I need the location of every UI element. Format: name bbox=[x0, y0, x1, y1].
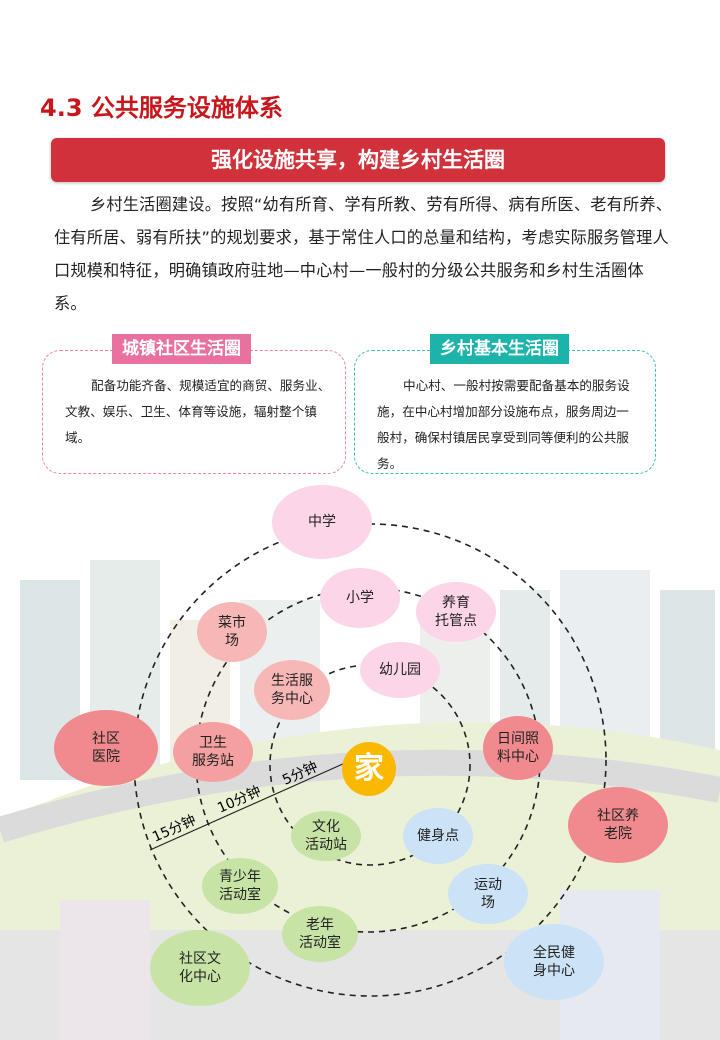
banner-heading: 强化设施共享，构建乡村生活圈 bbox=[51, 138, 665, 182]
facility-bubble: 养育 托管点 bbox=[416, 582, 496, 642]
urban-circle-title: 城镇社区生活圈 bbox=[112, 334, 251, 364]
intro-paragraph: 乡村生活圈建设。按照“幼有所育、学有所教、劳有所得、病有所医、老有所养、住有所居… bbox=[54, 195, 673, 313]
radius-line bbox=[149, 762, 346, 851]
facility-bubble: 社区养 老院 bbox=[568, 787, 668, 863]
facility-bubble: 社区 医院 bbox=[54, 710, 158, 786]
facility-bubble: 菜市 场 bbox=[197, 602, 267, 662]
rural-circle-box: 中心村、一般村按需要配备基本的服务设施，在中心村增加部分设施布点，服务周边一般村… bbox=[354, 350, 656, 474]
urban-circle-box: 配备功能齐备、规模适宜的商贸、服务业、文教、娱乐、卫生、体育等设施，辐射整个镇域… bbox=[42, 350, 346, 474]
facility-bubble: 日间照 料中心 bbox=[483, 716, 553, 780]
facility-bubble: 生活服 务中心 bbox=[254, 660, 330, 720]
facility-bubble: 文化 活动站 bbox=[291, 811, 361, 861]
home-center: 家 bbox=[342, 742, 396, 796]
facility-bubble: 小学 bbox=[320, 568, 400, 628]
section-title: 4.3 公共服务设施体系 bbox=[40, 94, 283, 122]
facility-bubble: 卫生 服务站 bbox=[173, 722, 253, 782]
facility-bubble: 幼儿园 bbox=[360, 642, 440, 698]
urban-circle-text: 配备功能齐备、规模适宜的商贸、服务业、文教、娱乐、卫生、体育等设施，辐射整个镇域… bbox=[65, 378, 331, 445]
ring-5min bbox=[269, 664, 471, 866]
facility-bubble: 健身点 bbox=[403, 808, 473, 864]
facility-bubble: 中学 bbox=[272, 485, 372, 559]
life-circle-diagram: 5分钟 10分钟 15分钟 家 中学小学养育 托管点菜市 场幼儿园生活服 务中心… bbox=[0, 485, 720, 1040]
facility-bubble: 运动 场 bbox=[448, 864, 528, 924]
facility-bubble: 全民健 身中心 bbox=[504, 924, 604, 1000]
rural-circle-text: 中心村、一般村按需要配备基本的服务设施，在中心村增加部分设施布点，服务周边一般村… bbox=[377, 378, 630, 471]
rural-circle-title: 乡村基本生活圈 bbox=[430, 334, 569, 364]
facility-bubble: 青少年 活动室 bbox=[202, 858, 278, 914]
facility-bubble: 社区文 化中心 bbox=[150, 930, 250, 1006]
facility-bubble: 老年 活动室 bbox=[282, 906, 358, 962]
